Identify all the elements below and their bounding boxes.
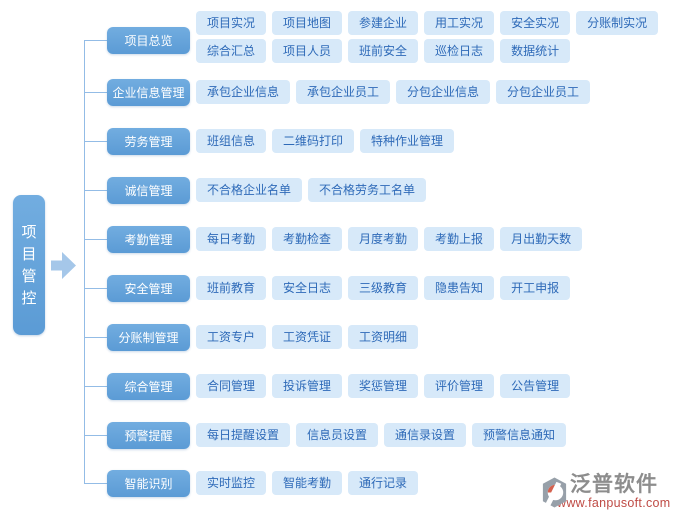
menu-item[interactable]: 信息员设置 — [296, 423, 379, 447]
item-row: 项目实况项目地图参建企业用工实况安全实况分账制实况 — [196, 11, 659, 35]
menu-item[interactable]: 参建企业 — [348, 11, 419, 35]
menu-item[interactable]: 考勤上报 — [424, 227, 495, 251]
category-node[interactable]: 预警提醒 — [107, 422, 190, 449]
menu-item[interactable]: 承包企业信息 — [196, 80, 291, 104]
menu-item[interactable]: 开工申报 — [500, 276, 571, 300]
connector-branch-line — [84, 337, 107, 338]
connector-branch-line — [84, 190, 107, 191]
menu-item[interactable]: 班前安全 — [348, 39, 419, 63]
brand-url[interactable]: www.fanpusoft.com — [557, 496, 671, 510]
item-row: 每日考勤考勤检查月度考勤考勤上报月出勤天数 — [196, 227, 583, 251]
menu-item[interactable]: 综合汇总 — [196, 39, 267, 63]
root-node[interactable]: 项 目 管 控 — [13, 195, 45, 335]
menu-item[interactable]: 数据统计 — [500, 39, 571, 63]
menu-item[interactable]: 每日考勤 — [196, 227, 267, 251]
menu-item[interactable]: 班前教育 — [196, 276, 267, 300]
tree-trunk-line — [84, 40, 85, 483]
root-label-char-4: 控 — [21, 289, 37, 307]
item-row: 每日提醒设置信息员设置通信录设置预警信息通知 — [196, 423, 567, 447]
item-row: 班前教育安全日志三级教育隐患告知开工申报 — [196, 276, 571, 300]
menu-item[interactable]: 安全日志 — [272, 276, 343, 300]
right-arrow-icon — [51, 252, 76, 279]
menu-item[interactable]: 月出勤天数 — [500, 227, 583, 251]
category-node[interactable]: 诚信管理 — [107, 177, 190, 204]
menu-item[interactable]: 公告管理 — [500, 374, 571, 398]
item-row: 不合格企业名单不合格劳务工名单 — [196, 178, 427, 202]
connector-branch-line — [84, 435, 107, 436]
item-row: 承包企业信息承包企业员工分包企业信息分包企业员工 — [196, 80, 591, 104]
menu-item[interactable]: 不合格企业名单 — [196, 178, 303, 202]
menu-item[interactable]: 分包企业信息 — [396, 80, 491, 104]
menu-item[interactable]: 工资专户 — [196, 325, 267, 349]
menu-item[interactable]: 分包企业员工 — [496, 80, 591, 104]
root-label-char-3: 管 — [21, 267, 37, 285]
connector-branch-line — [84, 288, 107, 289]
item-row: 班组信息二维码打印特种作业管理 — [196, 129, 455, 153]
category-node[interactable]: 智能识别 — [107, 470, 190, 497]
connector-branch-line — [84, 386, 107, 387]
category-node[interactable]: 项目总览 — [107, 27, 190, 54]
category-node[interactable]: 考勤管理 — [107, 226, 190, 253]
menu-item[interactable]: 二维码打印 — [272, 129, 355, 153]
menu-item[interactable]: 合同管理 — [196, 374, 267, 398]
menu-item[interactable]: 工资凭证 — [272, 325, 343, 349]
connector-branch-line — [84, 483, 107, 484]
menu-item[interactable]: 智能考勤 — [272, 471, 343, 495]
category-node[interactable]: 劳务管理 — [107, 128, 190, 155]
connector-branch-line — [84, 141, 107, 142]
menu-item[interactable]: 项目实况 — [196, 11, 267, 35]
category-node[interactable]: 企业信息管理 — [107, 79, 190, 106]
menu-item[interactable]: 用工实况 — [424, 11, 495, 35]
category-node[interactable]: 综合管理 — [107, 373, 190, 400]
menu-item[interactable]: 通行记录 — [348, 471, 419, 495]
item-row: 综合汇总项目人员班前安全巡检日志数据统计 — [196, 39, 571, 63]
connector-branch-line — [84, 40, 107, 41]
fanpu-logo-icon — [542, 477, 567, 508]
menu-item[interactable]: 月度考勤 — [348, 227, 419, 251]
menu-item[interactable]: 投诉管理 — [272, 374, 343, 398]
menu-item[interactable]: 每日提醒设置 — [196, 423, 291, 447]
menu-item[interactable]: 三级教育 — [348, 276, 419, 300]
brand-logo: 泛普软件 www.fanpusoft.com — [540, 473, 675, 510]
menu-item[interactable]: 预警信息通知 — [472, 423, 567, 447]
connector-branch-line — [84, 239, 107, 240]
menu-item[interactable]: 奖惩管理 — [348, 374, 419, 398]
menu-item[interactable]: 考勤检查 — [272, 227, 343, 251]
menu-item[interactable]: 特种作业管理 — [360, 129, 455, 153]
menu-item[interactable]: 项目人员 — [272, 39, 343, 63]
menu-item[interactable]: 分账制实况 — [576, 11, 659, 35]
root-label-char-2: 目 — [21, 245, 37, 263]
menu-item[interactable]: 承包企业员工 — [296, 80, 391, 104]
menu-item[interactable]: 项目地图 — [272, 11, 343, 35]
item-row: 实时监控智能考勤通行记录 — [196, 471, 419, 495]
menu-item[interactable]: 巡检日志 — [424, 39, 495, 63]
brand-name: 泛普软件 — [570, 473, 658, 496]
menu-item[interactable]: 工资明细 — [348, 325, 419, 349]
menu-item[interactable]: 评价管理 — [424, 374, 495, 398]
category-node[interactable]: 安全管理 — [107, 275, 190, 302]
menu-item[interactable]: 安全实况 — [500, 11, 571, 35]
menu-item[interactable]: 班组信息 — [196, 129, 267, 153]
menu-item[interactable]: 实时监控 — [196, 471, 267, 495]
item-row: 工资专户工资凭证工资明细 — [196, 325, 419, 349]
connector-branch-line — [84, 92, 107, 93]
category-node[interactable]: 分账制管理 — [107, 324, 190, 351]
root-label-char-1: 项 — [21, 223, 37, 241]
menu-item[interactable]: 通信录设置 — [384, 423, 467, 447]
menu-item[interactable]: 不合格劳务工名单 — [308, 178, 427, 202]
item-row: 合同管理投诉管理奖惩管理评价管理公告管理 — [196, 374, 571, 398]
menu-item[interactable]: 隐患告知 — [424, 276, 495, 300]
